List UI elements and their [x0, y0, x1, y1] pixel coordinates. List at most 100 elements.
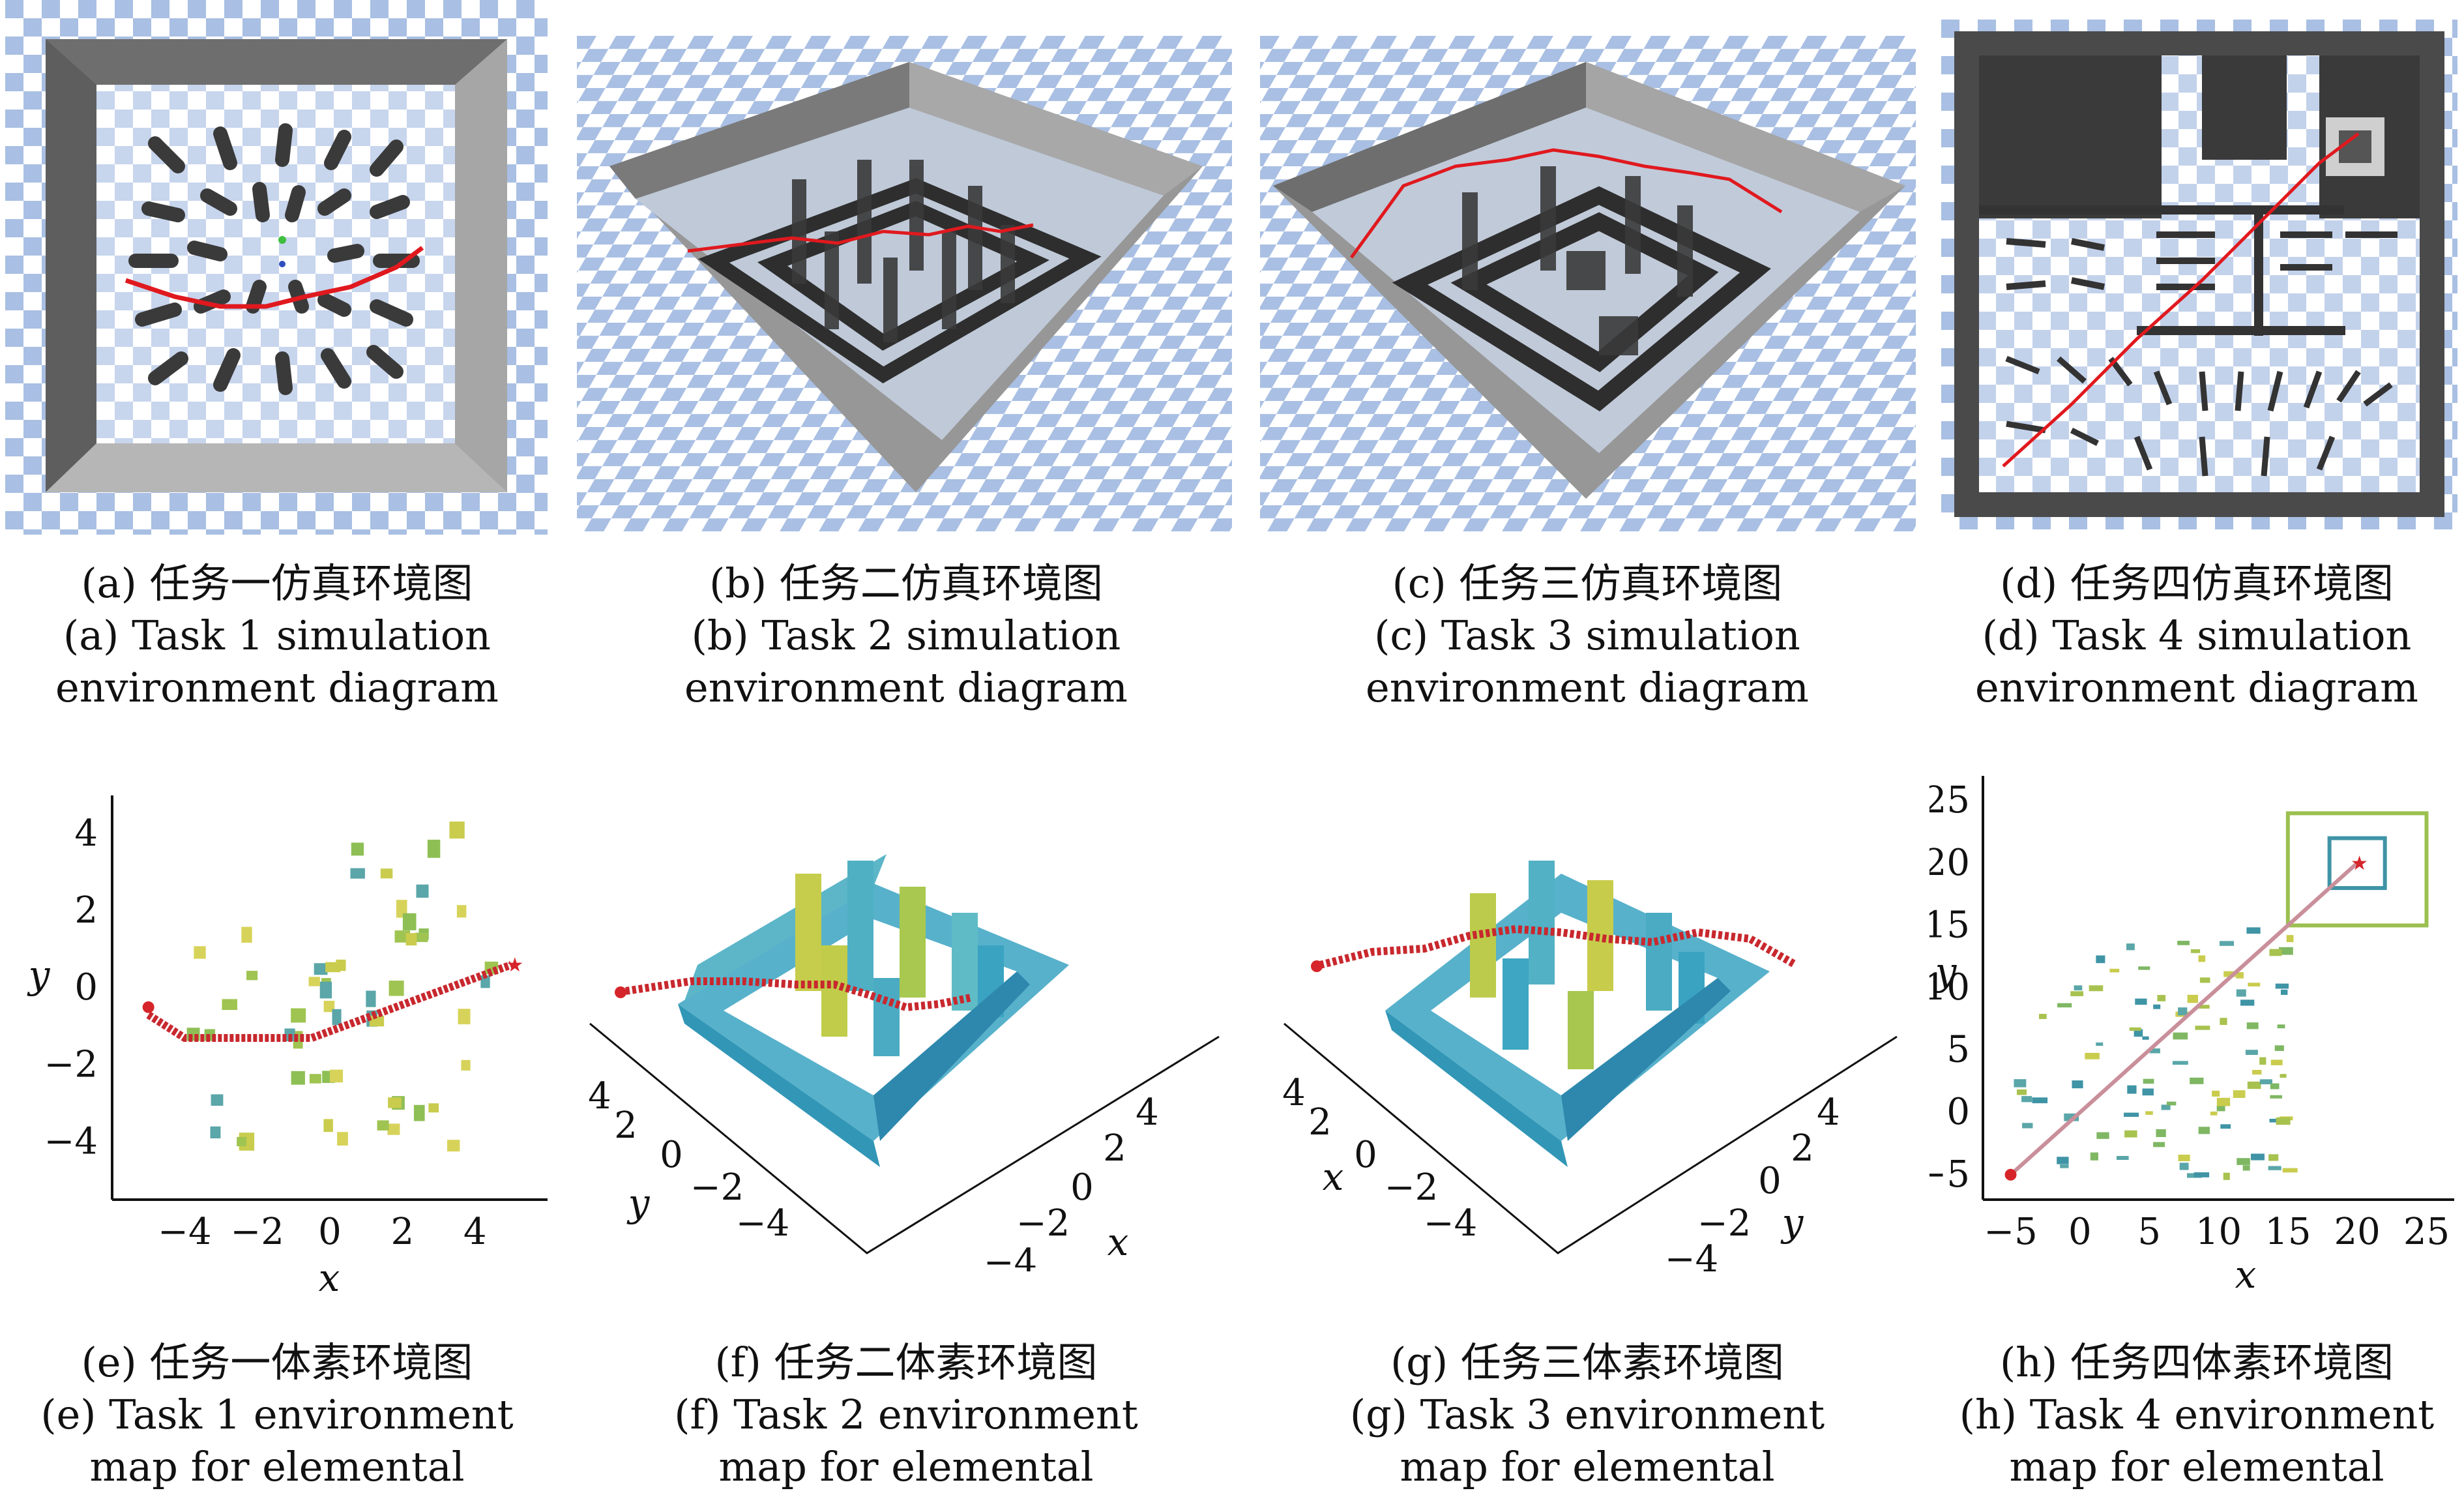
voxel — [2199, 977, 2210, 983]
goal-star-icon: ★ — [506, 954, 523, 977]
voxel — [291, 1071, 305, 1085]
tick-label: 2 — [614, 1104, 638, 1147]
voxel — [323, 1000, 335, 1013]
y-axis-label: y — [1933, 949, 1958, 994]
voxel-room — [2327, 836, 2387, 891]
tick-label: 0 — [2068, 1211, 2092, 1253]
voxel — [2173, 1032, 2188, 1040]
tick-label: 0 — [1070, 1166, 1094, 1209]
voxel — [2021, 1096, 2032, 1103]
voxel — [2124, 1112, 2139, 1117]
y-ticks: 420−2−4 — [588, 1075, 789, 1245]
voxel — [2270, 1083, 2280, 1089]
voxel — [2161, 1104, 2171, 1110]
red-path — [1319, 925, 1798, 969]
voxel — [2145, 1111, 2153, 1115]
obstacle-cylinders — [128, 123, 420, 395]
voxel — [2246, 927, 2261, 934]
x-axis-label: x — [2235, 1252, 2257, 1297]
voxel — [402, 913, 417, 930]
voxel — [2275, 983, 2289, 989]
tick-label: −4 — [1424, 1202, 1478, 1245]
voxel — [2157, 995, 2166, 1001]
voxel — [2220, 1018, 2227, 1026]
tick-label: 0 — [74, 966, 98, 1009]
voxel — [2199, 1005, 2210, 1009]
voxel — [2279, 947, 2293, 955]
voxel — [2242, 1165, 2250, 1171]
tick-label: −5 — [1984, 1211, 2038, 1253]
voxel — [2177, 940, 2190, 945]
voxel — [2259, 1079, 2272, 1085]
voxel-structure — [678, 854, 1069, 1167]
x-axis-label: x — [1323, 1155, 1344, 1199]
voxel — [2089, 985, 2104, 992]
voxel — [2246, 1022, 2259, 1029]
tick-label: −2 — [44, 1043, 98, 1086]
voxel — [388, 1097, 402, 1108]
voxel — [366, 990, 376, 1007]
voxel — [2142, 1088, 2154, 1096]
path-line — [2009, 861, 2359, 1176]
voxel — [2129, 1027, 2141, 1031]
voxel — [449, 822, 465, 839]
voxel — [2178, 1007, 2188, 1016]
tick-label: 0 — [660, 1134, 683, 1176]
voxel — [194, 946, 206, 959]
voxel — [461, 1059, 471, 1071]
voxel — [2270, 1095, 2282, 1099]
voxel-structure — [1385, 861, 1770, 1167]
tick-label: 2 — [1791, 1127, 1814, 1170]
voxel — [237, 1136, 246, 1147]
voxel — [2096, 1042, 2104, 1046]
tick-label: 4 — [588, 1075, 611, 1118]
y-axis-label: y — [27, 953, 51, 997]
voxel — [246, 971, 258, 981]
tick-label: 4 — [1282, 1072, 1306, 1114]
voxel — [2198, 955, 2206, 962]
voxel — [2274, 1045, 2284, 1051]
voxel — [2223, 1172, 2230, 1180]
voxel — [2280, 989, 2288, 995]
voxel — [351, 842, 364, 856]
tick-label: 4 — [1136, 1091, 1159, 1134]
voxel — [211, 1094, 224, 1106]
voxel — [325, 962, 341, 973]
red-path — [1349, 148, 1783, 259]
voxel — [2269, 1118, 2279, 1123]
tick-label: −2 — [1385, 1166, 1439, 1209]
tick-label: −2 — [1697, 1202, 1752, 1245]
voxel — [389, 981, 404, 996]
voxel — [2270, 1059, 2283, 1065]
voxel — [2109, 968, 2120, 973]
tick-label: −4 — [984, 1241, 1038, 1271]
tick-label: 20 — [1929, 842, 1970, 884]
voxel — [2282, 1168, 2298, 1173]
path-line — [146, 961, 513, 1042]
red-path — [687, 223, 1034, 253]
start-marker — [2004, 1168, 2017, 1181]
goal-star-icon: ★ — [2351, 852, 2368, 875]
voxel — [2240, 999, 2255, 1006]
tick-label: 4 — [1817, 1091, 1840, 1134]
voxel — [2143, 1078, 2154, 1084]
voxel — [2277, 1024, 2285, 1029]
x-axis-label: x — [319, 1256, 340, 1300]
voxel — [2190, 949, 2201, 953]
tick-label: 0 — [1354, 1134, 1377, 1176]
voxel — [377, 1120, 389, 1131]
red-path — [125, 246, 424, 309]
tick-label: 0 — [318, 1211, 342, 1253]
tick-label: 15 — [2265, 1211, 2311, 1253]
voxel — [427, 839, 441, 858]
voxel — [428, 1103, 439, 1113]
voxel — [480, 975, 490, 988]
